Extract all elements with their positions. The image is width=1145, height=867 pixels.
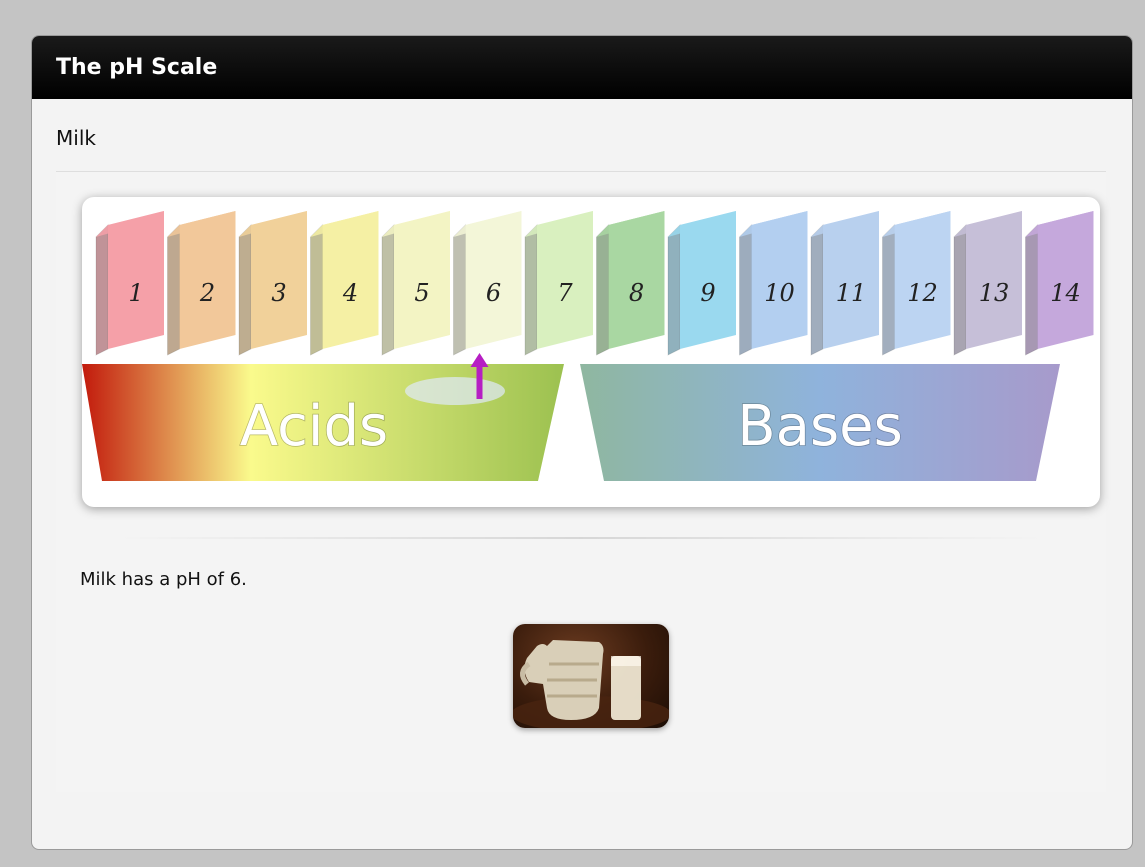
ph-block-6: 6	[453, 211, 522, 356]
ph-block-3: 3	[238, 211, 307, 356]
window-title: The pH Scale	[32, 36, 1132, 99]
ph-block-label: 5	[414, 279, 429, 307]
ph-block-9: 9	[667, 211, 736, 356]
ph-description: Milk has a pH of 6.	[80, 569, 247, 590]
acids-label: Acids	[240, 394, 388, 459]
ph-block-4: 4	[310, 211, 379, 356]
subject-title: Milk	[56, 126, 96, 150]
ph-block-10: 10	[739, 211, 808, 356]
indicator-arrow-shaft	[476, 359, 483, 399]
ph-block-label: 10	[764, 279, 795, 307]
ph-block-8: 8	[596, 211, 665, 356]
milk-image	[513, 624, 669, 728]
ph-block-label: 8	[629, 279, 644, 307]
indicator-arrow-head	[470, 353, 489, 367]
ph-block-label: 7	[557, 279, 573, 307]
ph-block-12: 12	[882, 211, 951, 356]
ph-block-label: 4	[342, 279, 358, 307]
ph-block-label: 9	[700, 279, 715, 307]
ph-block-1: 1	[95, 211, 164, 356]
ph-block-label: 11	[836, 279, 867, 307]
ph-block-label: 2	[199, 279, 215, 307]
ph-block-label: 13	[979, 279, 1010, 307]
ph-block-label: 12	[907, 279, 938, 307]
ph-block-2: 2	[167, 211, 236, 356]
scale-baseline-shadow	[116, 537, 1046, 539]
ph-block-label: 6	[486, 279, 501, 307]
ph-block-7: 7	[524, 211, 593, 356]
ph-block-13: 13	[953, 211, 1022, 356]
ph-block-5: 5	[381, 211, 450, 356]
ph-block-14: 14	[1025, 211, 1094, 356]
bases-label: Bases	[737, 394, 903, 459]
ph-indicator	[405, 353, 505, 405]
ph-block-11: 11	[810, 211, 879, 356]
ph-block-label: 14	[1050, 279, 1081, 307]
bases-band	[580, 364, 1060, 481]
ph-block-label: 3	[271, 279, 286, 307]
ph-block-label: 1	[128, 279, 143, 307]
